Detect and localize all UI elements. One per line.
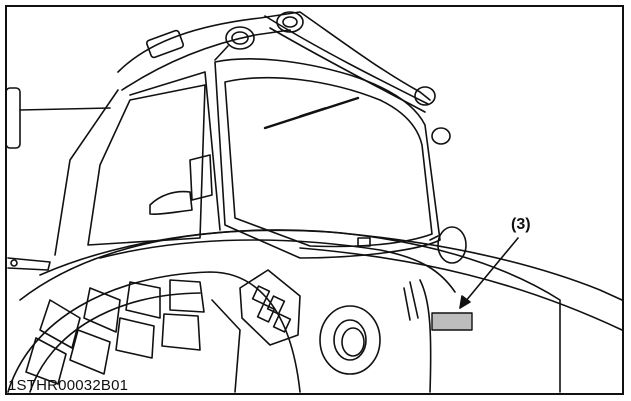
callout-label: (3) [511, 216, 531, 233]
arrow-head [459, 295, 471, 309]
roof-light-left [214, 26, 255, 61]
hitch-link [7, 257, 51, 271]
decal-label [431, 312, 473, 331]
hitch-pin [10, 259, 18, 267]
roof-light-right [414, 86, 451, 145]
cab-roof [117, 11, 431, 101]
mirror-arm [19, 107, 111, 111]
switch-panel [239, 269, 301, 346]
rear-fender-body [19, 229, 561, 393]
roof-rail-2 [269, 27, 426, 113]
wiper-arm [299, 107, 326, 117]
roof-vent [145, 29, 185, 59]
rear-window-frame [214, 58, 441, 259]
leader-arrow [459, 237, 519, 309]
side-mirror [5, 87, 21, 149]
fender-bracket [403, 281, 419, 321]
round-socket [319, 305, 381, 375]
window-latch [357, 237, 371, 247]
fender-outline [39, 229, 623, 301]
diagram-frame [5, 5, 624, 395]
roof-rail [264, 15, 429, 105]
fender-edge [419, 279, 432, 393]
fender-outline-lower [299, 247, 623, 331]
cab-pillar [54, 71, 221, 256]
door-handle [149, 154, 213, 215]
fender-contour [99, 239, 456, 293]
side-glass [87, 84, 206, 246]
rear-tire [7, 271, 301, 393]
rear-light [429, 226, 467, 264]
roof-light-center [276, 11, 304, 33]
rear-window-inner [224, 76, 433, 248]
figure-code: 1STHR00032B01 [8, 377, 129, 394]
